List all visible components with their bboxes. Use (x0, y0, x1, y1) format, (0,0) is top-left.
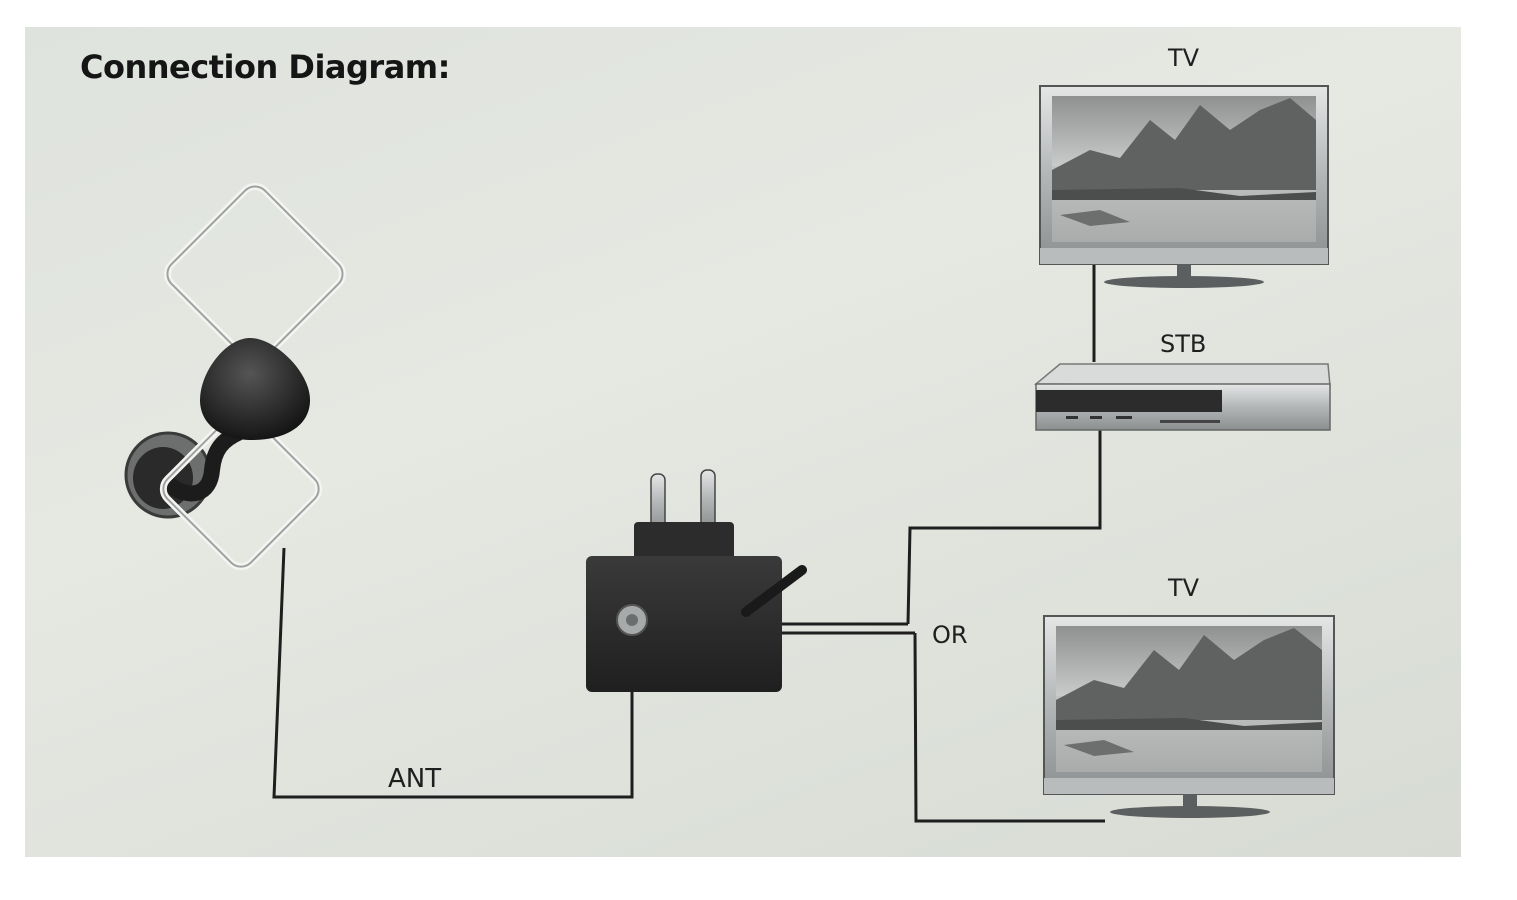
tv-bottom-label: TV (1168, 574, 1200, 602)
stb-cable (906, 430, 1102, 625)
television-icon (1043, 615, 1335, 818)
power-adapter-icon (586, 469, 807, 692)
tv-top-label: TV (1168, 44, 1200, 72)
or-label: OR (932, 621, 968, 649)
set-top-box-icon (1033, 363, 1331, 431)
tv-bottom-cable (913, 632, 1105, 823)
ant-label: ANT (388, 764, 442, 794)
page-title: Connection Diagram: (80, 48, 450, 86)
antenna-cable (272, 547, 634, 799)
stb-label: STB (1160, 330, 1207, 358)
indoor-antenna-icon (124, 182, 347, 571)
television-icon (1039, 85, 1329, 288)
